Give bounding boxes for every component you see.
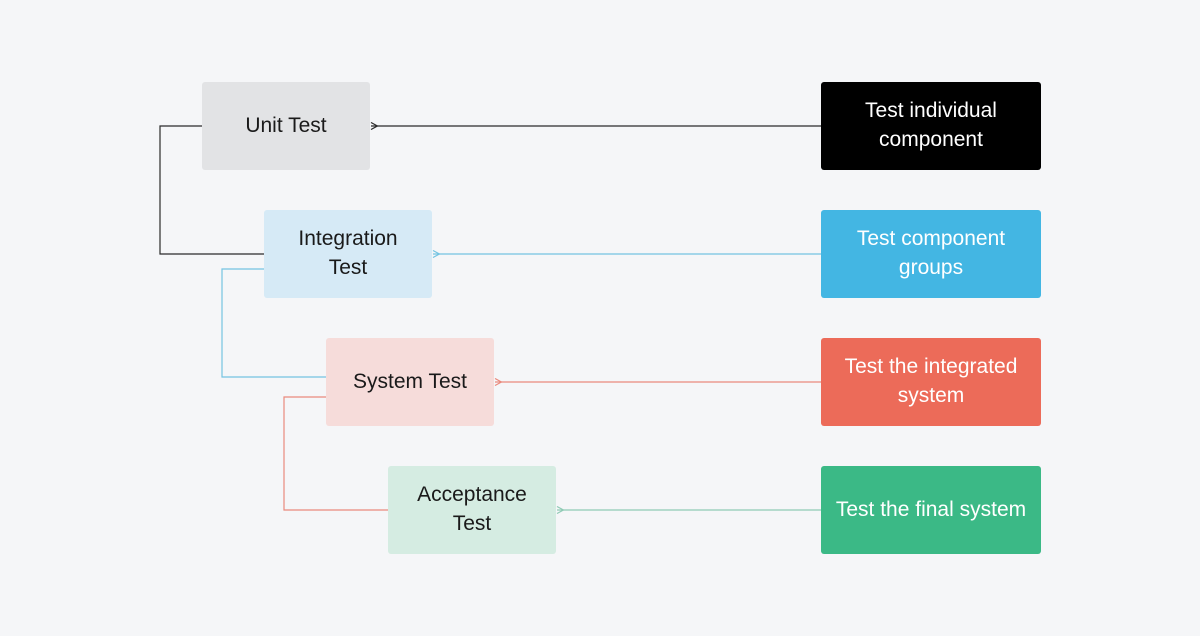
description-label: Test the integrated system xyxy=(844,355,1018,407)
description-box-final-system: Test the final system xyxy=(821,466,1041,554)
description-box-integrated-system: Test the integrated system xyxy=(821,338,1041,426)
description-label: Test component groups xyxy=(856,227,1006,279)
description-box-component-groups: Test component groups xyxy=(821,210,1041,298)
connector-system-to-acceptance xyxy=(283,396,388,511)
description-label: Test the final system xyxy=(835,497,1027,521)
stage-label: Unit Test xyxy=(245,113,327,137)
connector-unit-to-integration xyxy=(159,125,264,255)
stage-box-acceptance-test: Acceptance Test xyxy=(388,466,556,554)
description-box-individual-component: Test individual component xyxy=(821,82,1041,170)
stage-box-unit-test: Unit Test xyxy=(202,82,370,170)
stage-box-integration-test: Integration Test xyxy=(264,210,432,298)
stage-box-system-test: System Test xyxy=(326,338,494,426)
stage-label: System Test xyxy=(353,369,467,393)
description-label: Test individual component xyxy=(865,99,997,151)
stage-label: Integration Test xyxy=(298,227,398,279)
stage-label: Acceptance Test xyxy=(417,483,527,535)
connector-integration-to-system xyxy=(221,268,326,378)
